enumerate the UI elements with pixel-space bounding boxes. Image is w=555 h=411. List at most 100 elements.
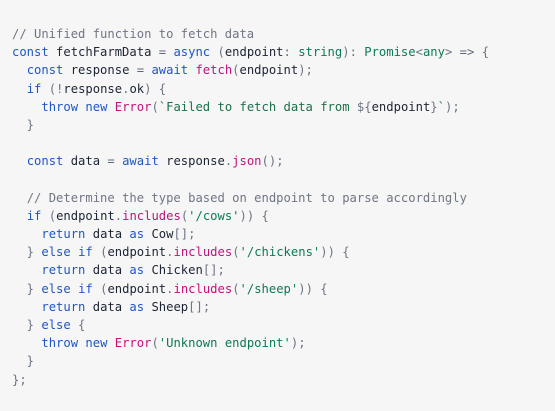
code-token-flow: if bbox=[78, 281, 93, 296]
code-token-op: = bbox=[136, 63, 145, 78]
code-token-keyword: as bbox=[129, 299, 145, 314]
code-token-ident: data bbox=[85, 227, 130, 242]
code-token-punct: (); bbox=[261, 154, 284, 169]
code-token-op: = bbox=[158, 45, 167, 60]
code-token-comment: // Unified function to fetch data bbox=[12, 27, 255, 41]
code-token-ident bbox=[71, 282, 78, 296]
code-token-ident bbox=[12, 82, 27, 96]
code-token-type: Promise bbox=[364, 45, 416, 60]
code-token-punct: } bbox=[12, 245, 42, 260]
code-token-punct: } bbox=[430, 99, 438, 114]
code-token-func: Error bbox=[114, 336, 152, 351]
code-token-punct: ); bbox=[290, 336, 306, 351]
code-token-punct: ( bbox=[92, 281, 108, 296]
code-token-ident: response bbox=[63, 81, 123, 96]
code-token-keyword: as bbox=[129, 263, 145, 278]
code-token-punct: ): bbox=[342, 45, 365, 60]
code-token-punct: ); bbox=[444, 99, 460, 114]
code-token-punct: : bbox=[283, 45, 299, 60]
code-token-func: includes bbox=[122, 208, 181, 223]
code-token-flow: return bbox=[41, 299, 86, 314]
code-line: // Determine the type based on endpoint … bbox=[12, 189, 555, 207]
code-token-comment: // Determine the type based on endpoint … bbox=[26, 190, 467, 205]
code-token-punct: . bbox=[114, 208, 123, 223]
code-token-flow: else bbox=[41, 281, 71, 296]
code-token-punct: ${ bbox=[356, 99, 372, 114]
code-token-punct: ( bbox=[92, 245, 108, 260]
code-token-punct: )) { bbox=[239, 208, 269, 223]
code-token-keyword: const bbox=[26, 63, 64, 78]
code-line: const data = await response.json(); bbox=[12, 152, 555, 170]
code-line: const fetchFarmData = async (endpoint: s… bbox=[12, 43, 555, 61]
code-token-ident: fetchFarmData bbox=[48, 45, 159, 60]
code-line: } else { bbox=[12, 316, 555, 334]
code-token-punct: ( bbox=[180, 208, 189, 223]
code-token-punct: []; bbox=[173, 227, 196, 242]
code-token-punct: )) { bbox=[298, 281, 328, 296]
code-token-ident: response bbox=[63, 63, 137, 78]
code-token-ident: endpoint bbox=[371, 99, 431, 114]
code-line: } bbox=[12, 352, 555, 370]
code-token-ident: data bbox=[63, 154, 108, 169]
code-token-ident bbox=[107, 100, 114, 114]
code-token-ident: Sheep bbox=[144, 299, 189, 314]
code-token-keyword: new bbox=[85, 99, 108, 114]
code-token-ident: endpoint bbox=[107, 245, 167, 260]
code-token-ident: Cow bbox=[144, 227, 174, 242]
code-token-keyword: async bbox=[173, 45, 211, 60]
code-token-punct: []; bbox=[188, 299, 211, 314]
code-line: return data as Chicken[]; bbox=[12, 261, 555, 279]
code-token-op: => bbox=[452, 45, 482, 60]
code-lines: // Unified function to fetch data const f… bbox=[12, 25, 555, 389]
code-token-ident: response bbox=[158, 154, 225, 169]
code-token-keyword: const bbox=[12, 45, 49, 60]
code-line: } bbox=[12, 116, 555, 134]
code-line: const response = await fetch(endpoint); bbox=[12, 61, 555, 79]
code-token-ident bbox=[12, 300, 41, 314]
code-line: if (endpoint.includes('/cows')) { bbox=[12, 207, 555, 225]
code-token-punct: . bbox=[166, 245, 174, 260]
code-token-flow: else bbox=[41, 318, 71, 332]
code-token-ident: endpoint bbox=[224, 45, 284, 60]
code-token-punct: }; bbox=[12, 372, 27, 387]
code-token-ident bbox=[71, 245, 78, 259]
code-token-punct: ( bbox=[210, 45, 225, 60]
code-token-ident: data bbox=[85, 263, 130, 278]
code-token-func: includes bbox=[173, 245, 233, 260]
code-token-func: Error bbox=[114, 99, 152, 114]
code-line bbox=[12, 134, 555, 152]
code-token-punct: ( bbox=[151, 336, 159, 351]
code-token-punct: } bbox=[12, 318, 42, 332]
code-token-flow: return bbox=[41, 227, 86, 242]
code-token-keyword: new bbox=[85, 336, 108, 351]
code-token-ident bbox=[12, 63, 27, 77]
code-token-ident bbox=[12, 209, 27, 223]
code-token-string: 'Unknown endpoint' bbox=[158, 336, 291, 351]
code-token-ident: endpoint bbox=[107, 281, 167, 296]
code-line: } else if (endpoint.includes('/chickens'… bbox=[12, 243, 555, 261]
code-token-func: fetch bbox=[195, 63, 233, 78]
code-token-punct: )) { bbox=[320, 245, 350, 260]
code-line: // Unified function to fetch data bbox=[12, 25, 555, 43]
code-token-flow: if bbox=[78, 245, 93, 260]
code-line: throw new Error('Unknown endpoint'); bbox=[12, 334, 555, 352]
code-token-flow: throw bbox=[41, 99, 79, 114]
code-token-punct: } bbox=[12, 281, 42, 296]
code-token-punct: . bbox=[122, 81, 130, 96]
code-token-flow: if bbox=[26, 81, 42, 96]
code-line: return data as Sheep[]; bbox=[12, 298, 555, 316]
code-token-keyword: as bbox=[129, 227, 145, 242]
code-line: }; bbox=[12, 371, 555, 389]
code-token-flow: else bbox=[41, 245, 71, 260]
code-token-ident bbox=[12, 191, 27, 205]
code-token-punct: ( bbox=[41, 208, 57, 223]
code-token-punct: ( bbox=[232, 245, 240, 260]
code-token-template: `Failed to fetch data from bbox=[158, 99, 357, 114]
code-token-keyword: const bbox=[26, 154, 64, 169]
code-token-punct: ( bbox=[151, 99, 159, 114]
code-token-ident: endpoint bbox=[56, 208, 115, 223]
code-token-prop: ok bbox=[129, 81, 145, 96]
code-token-flow: if bbox=[26, 208, 42, 223]
code-token-ident bbox=[115, 154, 122, 168]
code-token-ident: endpoint bbox=[239, 63, 299, 78]
